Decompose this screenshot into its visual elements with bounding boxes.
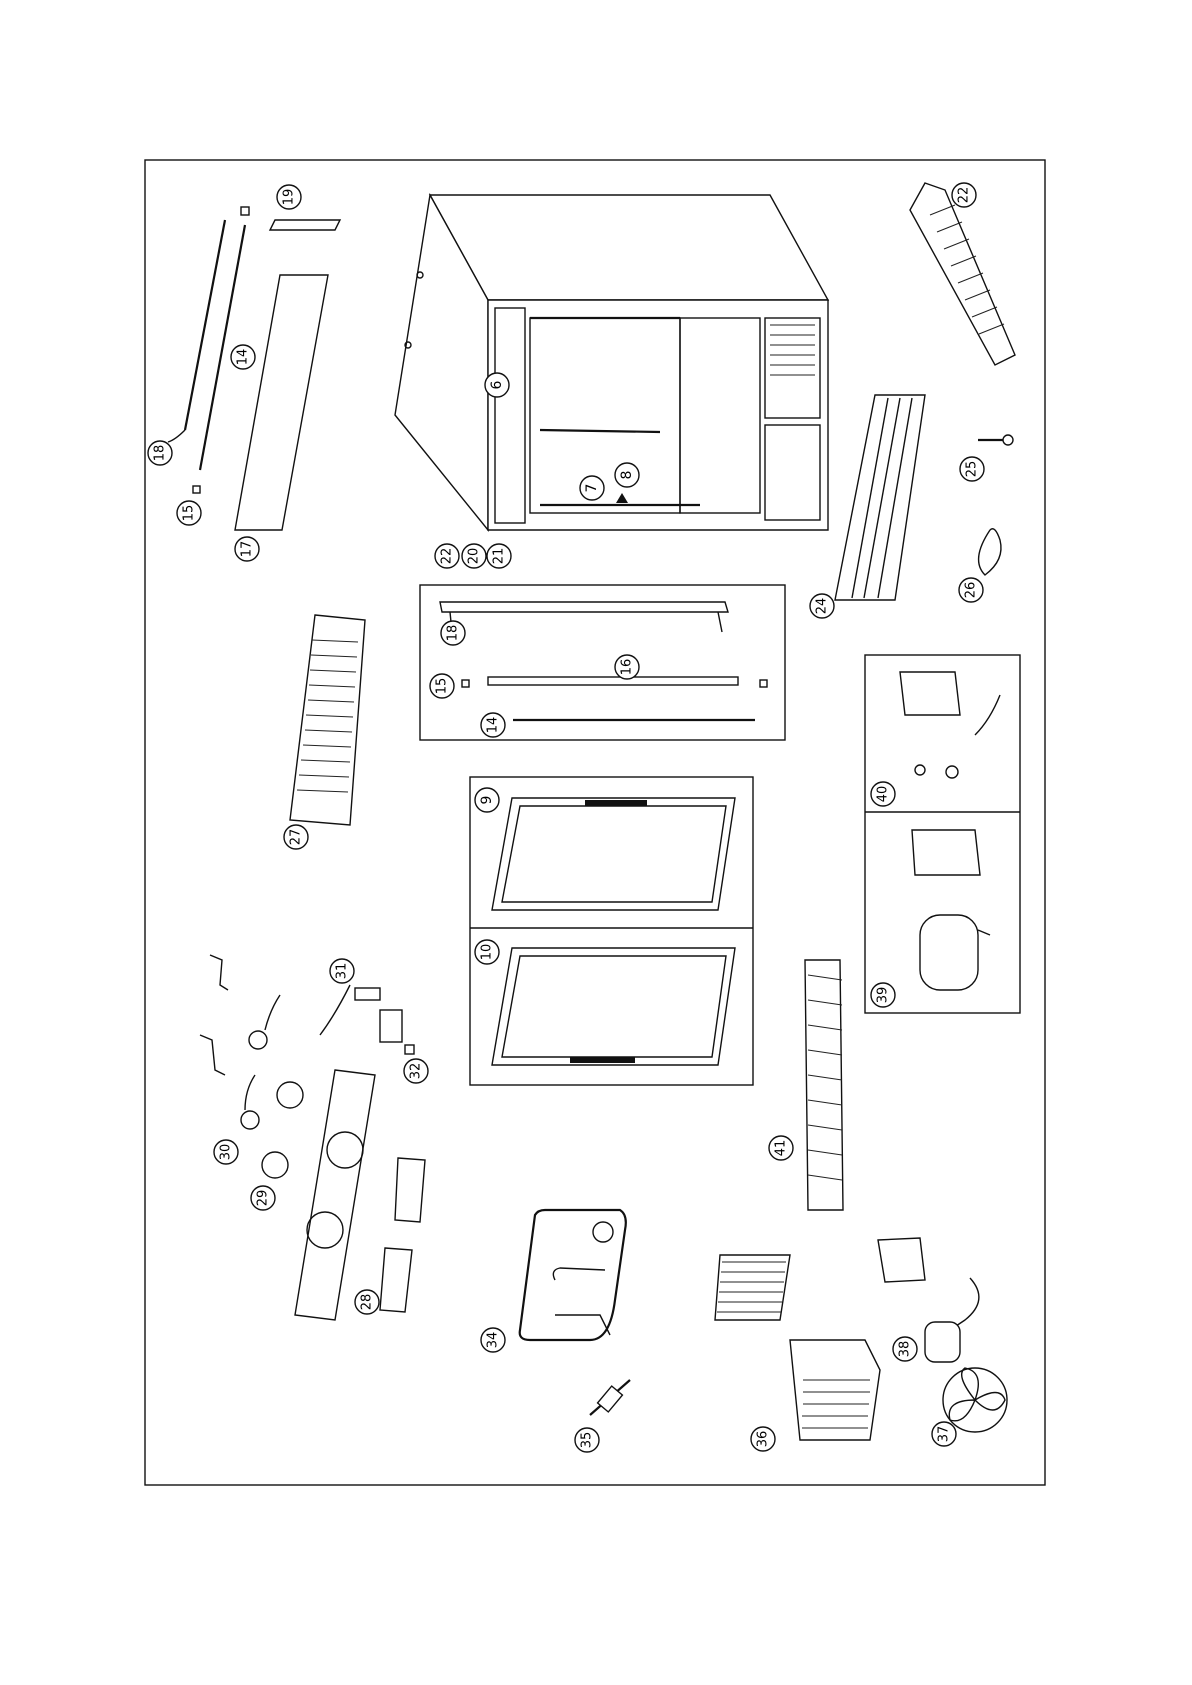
svg-text:15: 15	[435, 678, 450, 695]
part-label-21: 21	[487, 544, 511, 568]
svg-text:6: 6	[489, 380, 505, 389]
svg-text:8: 8	[619, 471, 635, 480]
part-label-6: 6	[485, 373, 509, 397]
part-label-32: 32	[404, 1059, 428, 1083]
svg-text:27: 27	[289, 829, 304, 846]
svg-text:32: 32	[409, 1063, 424, 1080]
svg-text:36: 36	[756, 1431, 771, 1448]
svg-text:29: 29	[256, 1190, 271, 1207]
svg-text:31: 31	[335, 963, 350, 980]
part-label-14: 14	[231, 345, 255, 369]
part-label-19: 19	[277, 185, 301, 209]
part-label-26: 26	[959, 578, 983, 602]
part-label-34: 34	[481, 1328, 505, 1352]
rail-frame-24	[835, 395, 925, 600]
part-label-10: 10	[475, 940, 499, 964]
part-label-27: 27	[284, 825, 308, 849]
svg-text:40: 40	[876, 786, 891, 803]
svg-text:18: 18	[153, 445, 168, 462]
svg-text:38: 38	[898, 1341, 913, 1358]
svg-text:15: 15	[182, 505, 197, 522]
svg-text:26: 26	[964, 582, 979, 599]
part-label-8: 8	[615, 463, 639, 487]
svg-text:28: 28	[360, 1294, 375, 1311]
part-label-7: 7	[580, 476, 604, 500]
filter-28	[380, 1158, 425, 1312]
condenser-41	[805, 960, 843, 1210]
part-label-17: 17	[235, 537, 259, 561]
part-label-14: 14	[481, 713, 505, 737]
fan-shroud	[295, 1070, 375, 1320]
cabinet-body	[395, 195, 828, 530]
relay-40	[900, 672, 1000, 778]
fan-blade-37	[943, 1368, 1007, 1432]
part-label-39: 39	[871, 983, 895, 1007]
svg-text:7: 7	[584, 484, 600, 493]
svg-text:14: 14	[486, 717, 501, 734]
svg-text:24: 24	[815, 598, 830, 615]
valve-35	[590, 1380, 630, 1415]
door-9	[492, 798, 735, 910]
light-rail-16	[440, 602, 767, 720]
part-label-24: 24	[810, 594, 834, 618]
part-label-36: 36	[751, 1427, 775, 1451]
part-label-31: 31	[330, 959, 354, 983]
part-label-15: 15	[430, 674, 454, 698]
shelf-assembly-22	[910, 183, 1015, 365]
part-label-16: 16	[615, 655, 639, 679]
part-label-29: 29	[251, 1186, 275, 1210]
part-label-18: 18	[148, 441, 172, 465]
svg-text:9: 9	[479, 796, 495, 805]
part-label-40: 40	[871, 782, 895, 806]
svg-text:37: 37	[937, 1426, 952, 1443]
part-label-15: 15	[177, 501, 201, 525]
light-assembly	[168, 207, 340, 530]
screw-25	[978, 435, 1013, 445]
part-label-41: 41	[769, 1136, 793, 1160]
part-label-30: 30	[214, 1140, 238, 1164]
part-label-35: 35	[575, 1428, 599, 1452]
part-label-38: 38	[893, 1337, 917, 1361]
part-label-22: 22	[952, 183, 976, 207]
svg-text:34: 34	[486, 1332, 501, 1349]
svg-text:22: 22	[957, 187, 972, 204]
part-label-9: 9	[475, 788, 499, 812]
part-label-37: 37	[932, 1422, 956, 1446]
part-label-20: 20	[462, 544, 486, 568]
fan-motor-38	[878, 1238, 979, 1362]
svg-text:22: 22	[440, 548, 455, 565]
svg-text:19: 19	[282, 189, 297, 206]
door-10	[492, 948, 735, 1065]
heat-exchanger	[715, 1255, 880, 1440]
svg-text:30: 30	[219, 1144, 234, 1161]
svg-text:25: 25	[965, 461, 980, 478]
cord-26	[979, 529, 1001, 575]
compressor-39	[912, 830, 990, 990]
svg-text:14: 14	[236, 349, 251, 366]
svg-text:39: 39	[876, 987, 891, 1004]
svg-text:18: 18	[446, 625, 461, 642]
evaporator-27	[290, 615, 365, 825]
part-label-22: 22	[435, 544, 459, 568]
svg-text:16: 16	[620, 659, 635, 676]
svg-text:17: 17	[240, 541, 255, 558]
part-label-18: 18	[441, 621, 465, 645]
part-label-28: 28	[355, 1290, 379, 1314]
part-label-25: 25	[960, 457, 984, 481]
svg-text:20: 20	[467, 548, 482, 565]
drain-tube-34	[520, 1210, 626, 1340]
svg-text:41: 41	[774, 1140, 789, 1157]
svg-text:10: 10	[480, 944, 495, 961]
svg-text:21: 21	[492, 548, 507, 565]
svg-text:35: 35	[580, 1432, 595, 1449]
